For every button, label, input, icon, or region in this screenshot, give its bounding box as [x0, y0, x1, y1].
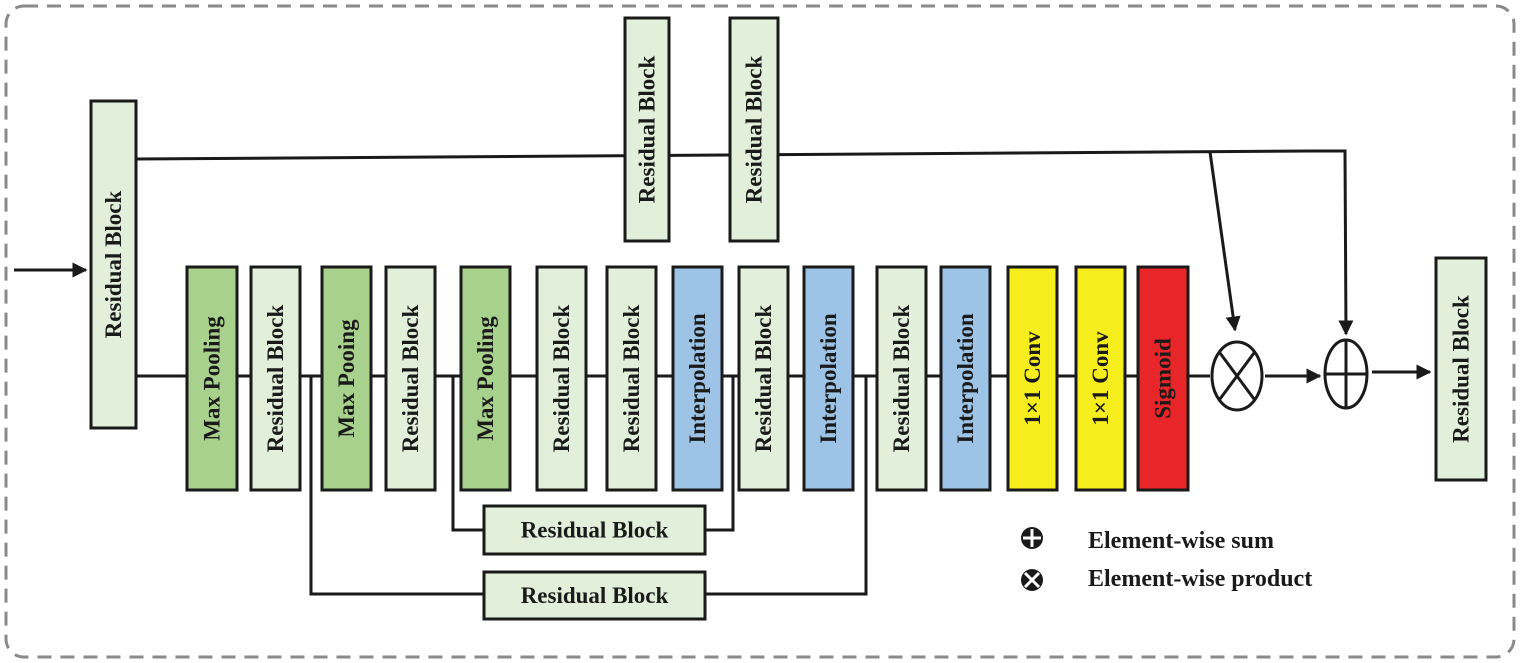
max-pooling-block-1: Max Pooling [185, 265, 239, 492]
svg-text:Residual Block: Residual Block [263, 304, 288, 452]
input-residual-block: Residual Block [89, 99, 138, 430]
svg-text:Residual Block: Residual Block [521, 518, 669, 543]
trunk-line [135, 149, 1311, 161]
outer-skip-return [705, 376, 868, 596]
svg-text:Residual Block: Residual Block [398, 304, 423, 452]
top-residual-block-2: Residual Block [728, 16, 780, 243]
trunk-to-product-arrow [1208, 151, 1241, 332]
inner-skip-line [451, 376, 484, 532]
residual-block-2: Residual Block [384, 265, 437, 492]
output-residual-block: Residual Block [1434, 256, 1488, 482]
legend-sum-label: Element-wise sum [1088, 528, 1274, 554]
blocks: Residual Block Residual Block Residual B… [89, 16, 1488, 621]
legend-product-label: Element-wise product [1088, 566, 1312, 592]
svg-text:Residual Block: Residual Block [549, 304, 574, 452]
max-pooing-block-2: Max Pooing [320, 265, 373, 492]
svg-text:Residual Block: Residual Block [889, 304, 914, 452]
svg-text:1×1 Conv: 1×1 Conv [1088, 331, 1113, 426]
element-wise-product-icon [1210, 340, 1264, 412]
svg-text:Sigmoid: Sigmoid [1151, 338, 1176, 419]
element-wise-sum-icon [1323, 338, 1369, 410]
svg-text:Max Pooling: Max Pooling [473, 316, 498, 441]
inner-skip-return [705, 376, 735, 532]
trunk-to-sum-arrow [1310, 149, 1354, 336]
top-residual-block-1: Residual Block [623, 16, 671, 243]
svg-text:1×1 Conv: 1×1 Conv [1020, 331, 1045, 426]
svg-text:Residual Block: Residual Block [635, 55, 660, 203]
residual-block-1: Residual Block [249, 265, 302, 492]
dashed-frame [4, 4, 1516, 659]
residual-block-5: Residual Block [737, 265, 790, 492]
svg-text:Residual Block: Residual Block [101, 190, 126, 338]
interpolation-block-3: Interpolation [939, 265, 992, 492]
sigmoid-block: Sigmoid [1136, 265, 1190, 492]
interpolation-block-1: Interpolation [671, 265, 724, 492]
svg-text:Residual Block: Residual Block [1449, 295, 1474, 443]
conv-block-1: 1×1 Conv [1006, 265, 1059, 492]
svg-text:Residual Block: Residual Block [619, 304, 644, 452]
legend-product-icon [1021, 569, 1043, 591]
legend: Element-wise sum Element-wise product [1021, 527, 1312, 592]
residual-block-4: Residual Block [605, 265, 658, 492]
svg-text:Interpolation: Interpolation [816, 313, 841, 444]
conv-block-2: 1×1 Conv [1074, 265, 1127, 492]
legend-sum-icon [1021, 527, 1043, 549]
svg-text:Residual Block: Residual Block [742, 55, 767, 203]
interpolation-block-2: Interpolation [802, 265, 855, 492]
svg-text:Interpolation: Interpolation [685, 313, 710, 444]
outer-skip-line [309, 376, 484, 596]
residual-block-3: Residual Block [535, 265, 588, 492]
svg-text:Max Pooing: Max Pooing [334, 319, 359, 438]
skip-residual-block-outer: Residual Block [482, 570, 707, 621]
svg-text:Max Pooling: Max Pooling [200, 316, 225, 441]
skip-residual-block-inner: Residual Block [482, 504, 707, 556]
residual-block-6: Residual Block [875, 265, 928, 492]
svg-text:Interpolation: Interpolation [953, 313, 978, 444]
svg-text:Residual Block: Residual Block [751, 304, 776, 452]
max-pooling-block-3: Max Pooling [459, 265, 512, 492]
svg-text:Residual Block: Residual Block [521, 583, 669, 608]
